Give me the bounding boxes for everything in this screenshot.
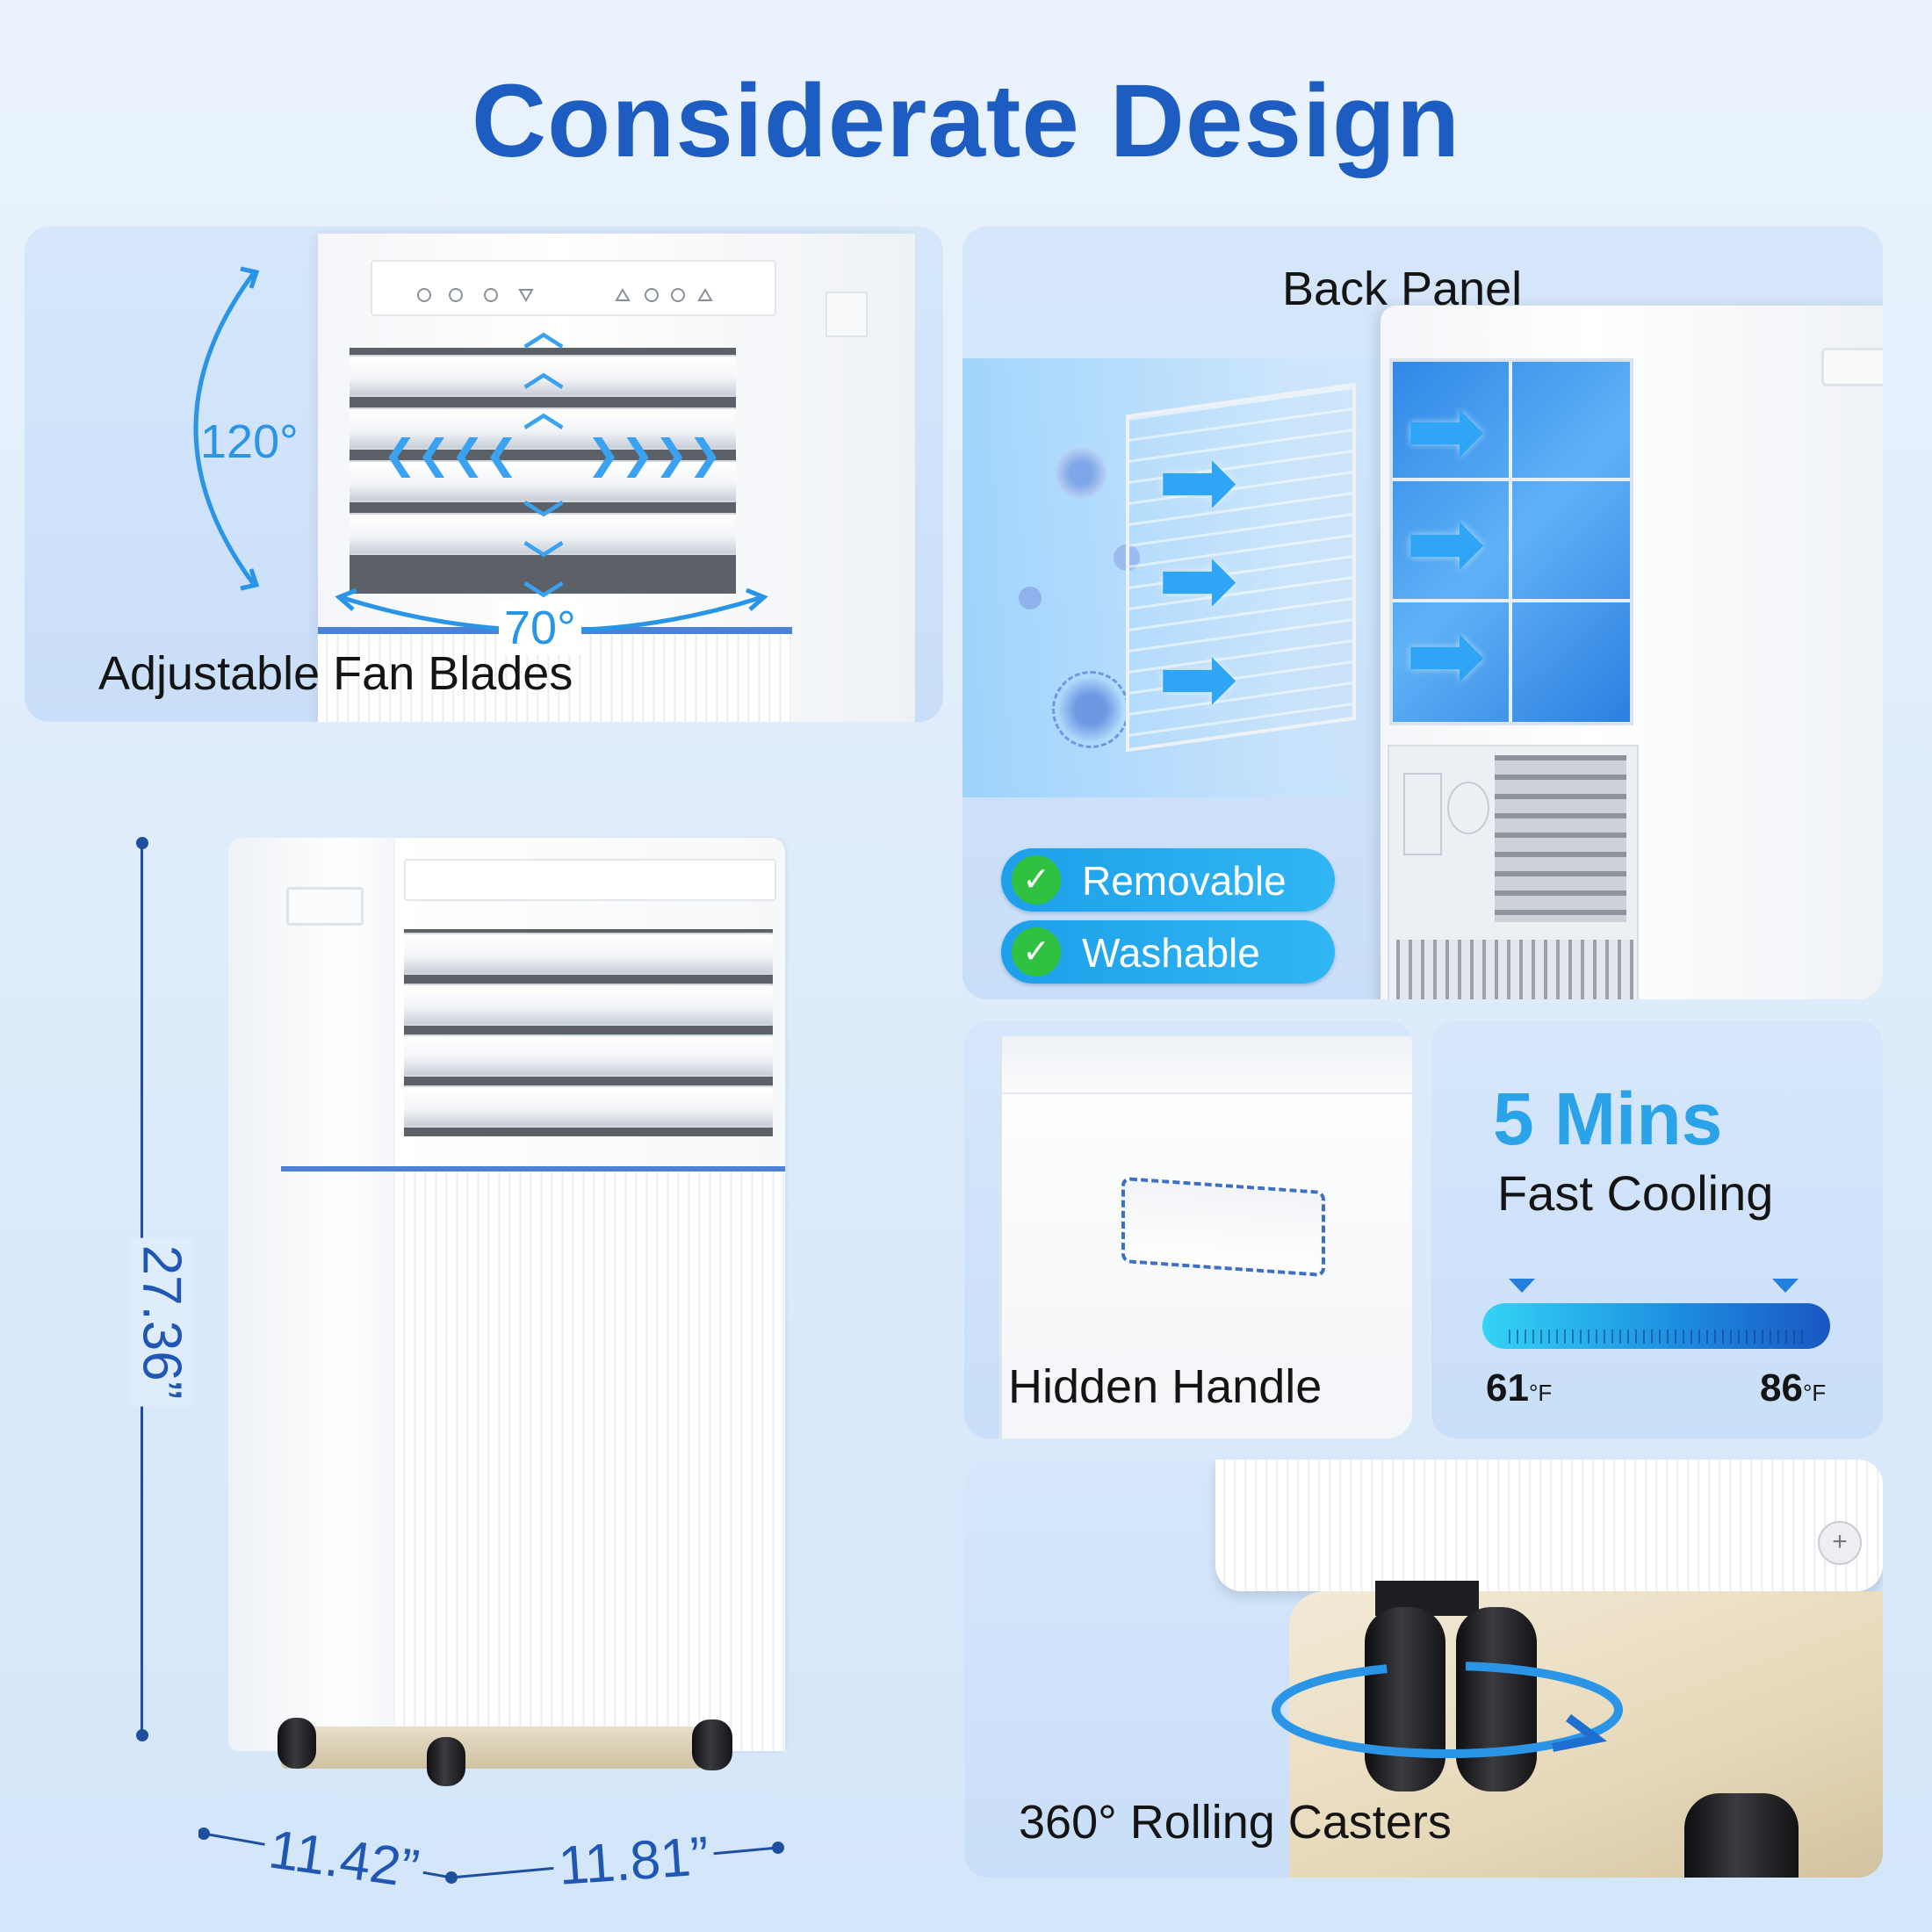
unit-side [228,838,395,1751]
virus-icon [1019,587,1042,609]
removable-badge: ✓ Removable [1001,848,1335,912]
ribbed-lower-body [395,1171,785,1751]
temp-high: 86°F [1760,1366,1827,1409]
back-panel-label: Back Panel [1282,263,1523,315]
airflow-arrow-icon: ➡ [1405,377,1487,485]
washable-badge-text: Washable [1082,930,1260,976]
lower-back-panel [1388,745,1639,999]
removable-badge-text: Removable [1082,858,1287,904]
unit-side-image [999,1036,1412,1438]
main-unit-image [228,838,785,1786]
depth-dimension: 11.81” [551,1824,717,1899]
fan-blade [404,984,773,1026]
fan-blade [404,1034,773,1077]
washable-badge: ✓ Washable [1001,920,1335,984]
unit-front [281,838,785,1751]
fan-blade [404,933,773,975]
fan-blade [404,1085,773,1128]
temperature-gauge [1482,1303,1830,1349]
screw-icon: + [1818,1521,1862,1565]
control-panel [404,859,776,901]
vertical-swing-arc [193,266,260,591]
unit-top-image [318,234,915,722]
fan-blades-label: Adjustable Fan Blades [98,647,573,700]
accent-strip [281,1166,785,1171]
caster-wheel [1456,1607,1537,1791]
casters-panel: + 360° Rolling Casters [964,1460,1883,1878]
virus-icon [1056,448,1107,499]
airflow-arrow-icon: ➡ [1405,602,1487,710]
dimension-endpoint [136,1729,148,1741]
airflow-arrow-icon: ➡ [1157,624,1239,732]
handle-recess [1121,1176,1325,1278]
air-vent [350,348,736,594]
side-grip [825,292,868,337]
right-arrows-icon: ❯❯❯❯ [587,431,723,477]
horizontal-angle-label: 70° [499,601,581,655]
grip-handle [1821,348,1883,386]
unit-back-image [1381,306,1883,999]
airflow-arrow-icon: ➡ [1157,526,1239,634]
casters-label: 360° Rolling Casters [1019,1796,1452,1849]
caster-wheel [278,1718,316,1769]
virus-icon [1052,671,1129,748]
height-dimension: 27.36” [130,1237,193,1407]
down-arrows-icon: ﹀﹀﹀ [523,498,564,622]
fan-blade [350,407,736,450]
airflow-arrow-icon: ➡ [1157,428,1239,536]
caster-wheel [427,1737,465,1786]
unit-bottom-image [1215,1460,1883,1591]
control-icons [417,288,713,302]
dimension-endpoint [136,837,148,849]
hidden-handle-label: Hidden Handle [1008,1360,1323,1413]
fan-blades-panel: ︿︿︿ ﹀﹀﹀ ❮❮❮❮ ❯❯❯❯ 120° 70° Adjustable Fa… [25,227,943,722]
base-tray [281,1727,703,1769]
check-icon: ✓ [1012,927,1061,977]
vertical-angle-label: 120° [200,415,299,468]
page-title: Considerate Design [471,63,1461,179]
air-vent [404,929,773,1136]
hidden-handle-panel: Hidden Handle [964,1020,1412,1438]
fast-cooling-panel [1431,1020,1883,1438]
side-grip [286,887,364,926]
temp-low: 61°F [1486,1366,1553,1409]
caster-wheel [1365,1607,1445,1791]
high-marker-icon [1772,1279,1799,1293]
low-marker-icon [1509,1279,1535,1293]
check-icon: ✓ [1012,855,1061,905]
airflow-arrow-icon: ➡ [1405,489,1487,597]
rotation-arrow-icon [1272,1662,1623,1758]
caster-wheel [1684,1793,1799,1878]
cooling-subtitle: Fast Cooling [1497,1165,1774,1221]
fan-blade [350,355,736,397]
left-arrows-icon: ❮❮❮❮ [383,431,519,477]
cooling-time: 5 Mins [1493,1078,1723,1160]
control-panel [371,260,776,316]
caster-wheel [692,1719,732,1770]
fan-blade [350,513,736,555]
up-arrows-icon: ︿︿︿ [523,308,564,435]
filter-frame [1389,358,1633,725]
fan-blade [350,460,736,502]
